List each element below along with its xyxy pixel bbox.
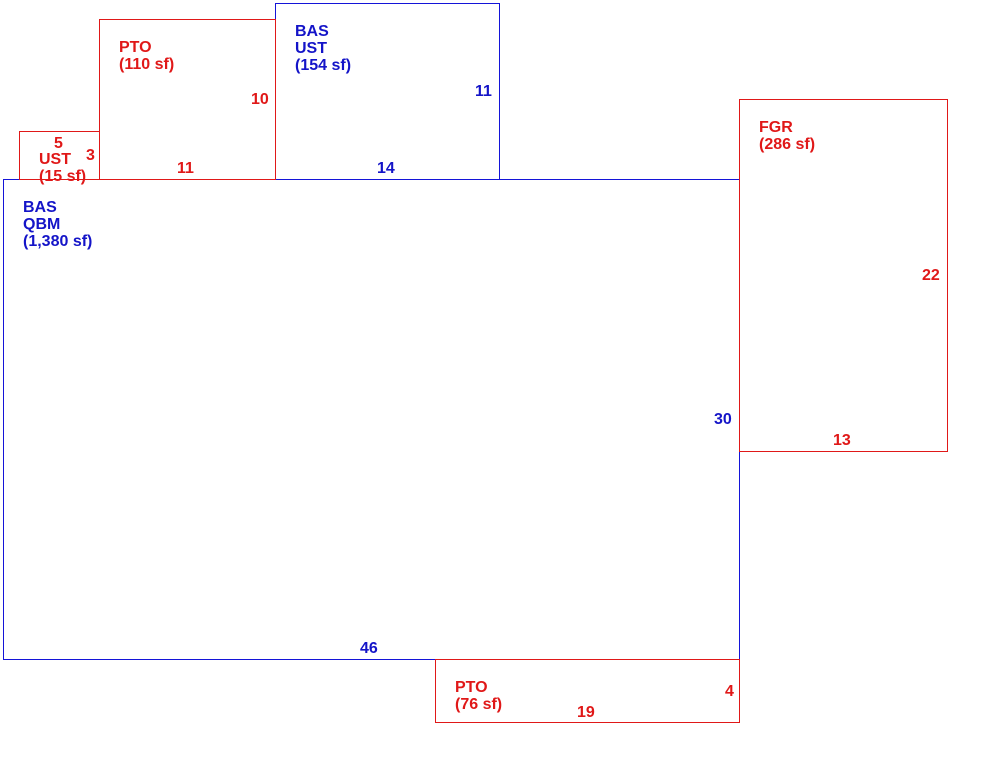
ust-small-code: UST bbox=[39, 151, 71, 168]
fgr-label: FGR (286 sf) bbox=[759, 119, 815, 153]
fgr-area bbox=[739, 99, 948, 452]
pto-top-size: (110 sf) bbox=[119, 56, 175, 73]
bas-qbm-dim-bottom: 46 bbox=[360, 640, 378, 657]
pto-bottom-code: PTO bbox=[455, 679, 488, 696]
bas-ust-size: (154 sf) bbox=[295, 57, 352, 74]
bas-ust-dim-bottom: 14 bbox=[377, 160, 395, 177]
ust-small-label: UST (15 sf) bbox=[39, 151, 86, 185]
bas-ust-label: BAS UST (154 sf) bbox=[295, 23, 351, 74]
fgr-size: (286 sf) bbox=[759, 136, 816, 153]
pto-bottom-dim-right: 4 bbox=[725, 683, 734, 700]
pto-top-dim-right: 10 bbox=[251, 91, 269, 108]
fgr-dim-right: 22 bbox=[922, 267, 940, 284]
bas-qbm-area bbox=[3, 179, 740, 660]
fgr-code: FGR bbox=[759, 119, 793, 136]
bas-ust-subcode: UST bbox=[295, 40, 327, 57]
ust-small-dim-right: 3 bbox=[86, 147, 95, 164]
pto-top-code: PTO bbox=[119, 39, 152, 56]
pto-bottom-size: (76 sf) bbox=[455, 696, 503, 713]
bas-qbm-size: (1,380 sf) bbox=[23, 233, 93, 250]
fgr-dim-bottom: 13 bbox=[833, 432, 851, 449]
pto-top-area bbox=[99, 19, 276, 180]
bas-ust-dim-right: 11 bbox=[475, 83, 492, 100]
ust-small-size: (15 sf) bbox=[39, 168, 87, 185]
bas-qbm-code: BAS bbox=[23, 199, 57, 216]
bas-qbm-dim-right: 30 bbox=[714, 411, 732, 428]
pto-top-label: PTO (110 sf) bbox=[119, 39, 174, 73]
pto-top-dim-bottom: 11 bbox=[177, 160, 194, 177]
ust-small-area bbox=[19, 131, 100, 180]
pto-bottom-dim-bottom: 19 bbox=[577, 704, 595, 721]
ust-small-dim-top: 5 bbox=[54, 135, 63, 152]
bas-qbm-label: BAS QBM (1,380 sf) bbox=[23, 199, 92, 250]
bas-ust-code: BAS bbox=[295, 23, 329, 40]
pto-bottom-area bbox=[435, 659, 740, 723]
bas-qbm-subcode: QBM bbox=[23, 216, 61, 233]
pto-bottom-label: PTO (76 sf) bbox=[455, 679, 502, 713]
